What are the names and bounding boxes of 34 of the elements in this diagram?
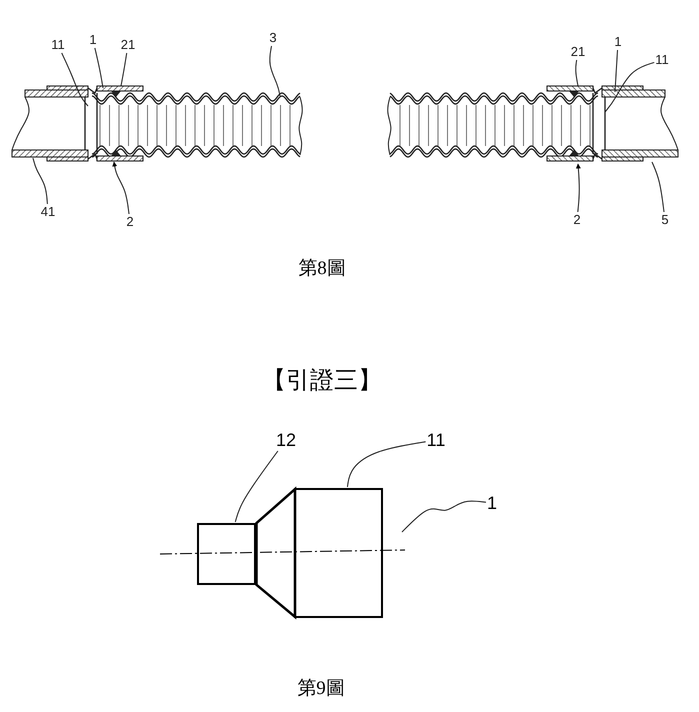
- leader-line: [652, 162, 664, 212]
- callout-number: 3: [269, 31, 277, 45]
- leader-line: [614, 50, 618, 92]
- callout-number: 5: [661, 213, 669, 227]
- leader-line: [604, 62, 655, 112]
- leader-line: [269, 46, 280, 96]
- callout-number: 1: [89, 33, 97, 47]
- callout-number: 12: [276, 430, 296, 450]
- callout-number: 41: [40, 205, 56, 219]
- callout-number: 21: [570, 45, 586, 59]
- callout-number: 11: [51, 38, 65, 52]
- callout-number: 11: [426, 430, 446, 450]
- callout-number: 1: [487, 493, 497, 513]
- leader-line: [120, 52, 128, 86]
- callout-number: 11: [655, 53, 669, 67]
- callout-number: 1: [614, 35, 622, 49]
- tapered-section: [255, 488, 296, 618]
- leader-line: [576, 164, 581, 212]
- leader-line: [112, 162, 130, 214]
- leader-line: [402, 500, 486, 532]
- leader-line: [346, 441, 426, 488]
- leader-line: [61, 52, 88, 106]
- callout-number: 2: [573, 213, 581, 227]
- figure-caption: 第8圖: [298, 257, 346, 281]
- leader-line: [575, 60, 578, 86]
- section-heading: 【引證三】: [262, 367, 382, 396]
- callout-number: 2: [126, 215, 134, 229]
- figure-caption: 第9圖: [297, 677, 345, 701]
- leader-line: [94, 48, 104, 88]
- leader-line: [234, 450, 278, 522]
- leader-line: [32, 158, 48, 204]
- callout-number: 21: [120, 38, 136, 52]
- large-cylinder-section: [294, 488, 383, 618]
- small-cylinder-section: [197, 523, 256, 585]
